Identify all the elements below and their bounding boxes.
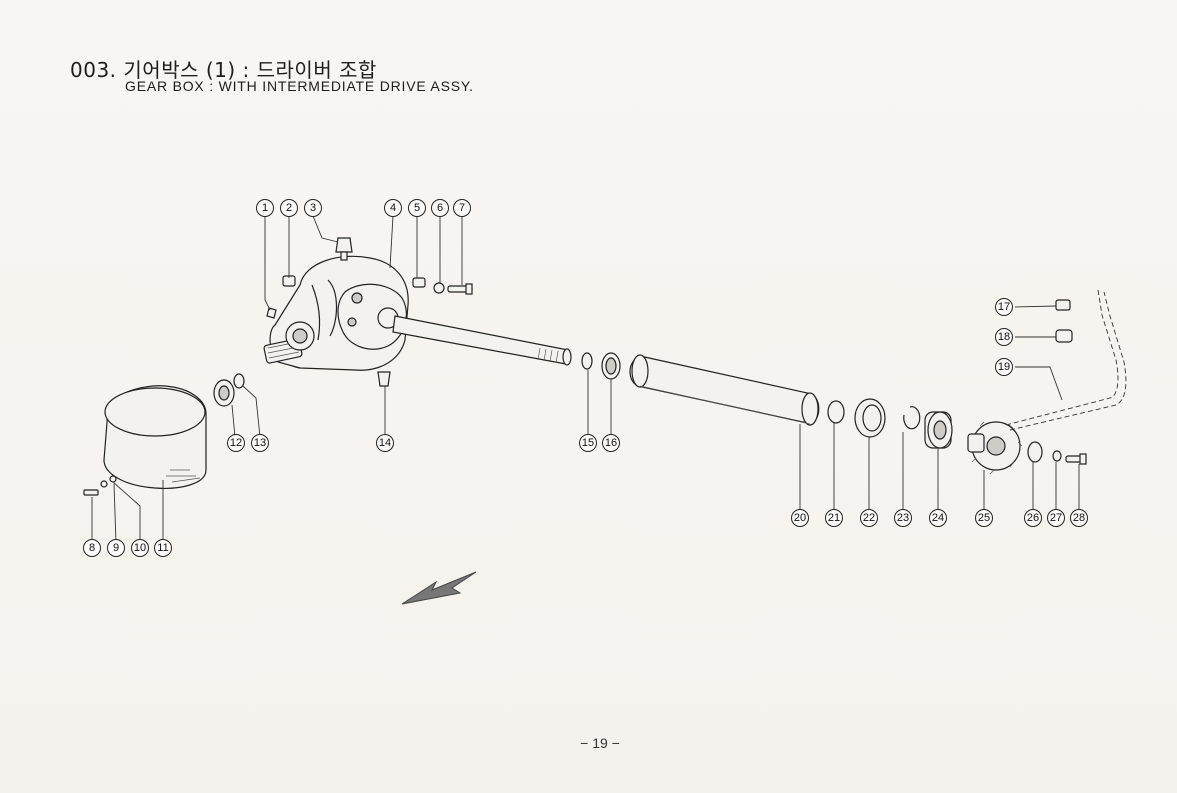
svg-text:17: 17 [998, 301, 1010, 313]
callout-18: 18 [995, 328, 1013, 346]
gearbox-housing [263, 255, 409, 371]
leader-lines [91, 215, 1080, 544]
shaft-tube [581, 352, 820, 426]
callout-19: 19 [995, 358, 1013, 376]
callout-13: 13 [251, 434, 269, 452]
callout-15: 15 [579, 434, 597, 452]
callout-11: 11 [154, 539, 172, 557]
callout-markers: 1 2 3 4 5 6 7 8 9 10 11 12 13 14 15 16 1… [83, 199, 1088, 557]
svg-text:8: 8 [89, 542, 95, 554]
callout-23: 23 [894, 509, 912, 527]
callout-20: 20 [791, 509, 809, 527]
svg-text:13: 13 [254, 437, 266, 449]
right-drive-parts [827, 398, 1087, 475]
callout-17: 17 [995, 298, 1013, 316]
callout-3: 3 [304, 199, 322, 217]
svg-text:4: 4 [390, 202, 396, 214]
svg-text:28: 28 [1073, 512, 1085, 524]
callout-1: 1 [256, 199, 274, 217]
svg-text:18: 18 [998, 331, 1010, 343]
callout-2: 2 [280, 199, 298, 217]
callout-5: 5 [408, 199, 426, 217]
svg-text:20: 20 [794, 512, 806, 524]
callout-12: 12 [227, 434, 245, 452]
callout-24: 24 [929, 509, 947, 527]
callout-9: 9 [107, 539, 125, 557]
svg-text:27: 27 [1050, 512, 1062, 524]
svg-text:14: 14 [379, 437, 391, 449]
svg-text:9: 9 [113, 542, 119, 554]
callout-10: 10 [131, 539, 149, 557]
callout-27: 27 [1047, 509, 1065, 527]
svg-text:1: 1 [262, 202, 268, 214]
svg-text:24: 24 [932, 512, 944, 524]
output-shaft [392, 315, 572, 366]
top-fasteners [266, 237, 473, 387]
callout-14: 14 [376, 434, 394, 452]
svg-text:2: 2 [286, 202, 292, 214]
svg-text:5: 5 [414, 202, 420, 214]
left-cover [83, 373, 245, 496]
callout-8: 8 [83, 539, 101, 557]
callout-4: 4 [384, 199, 402, 217]
drive-chain [1005, 289, 1127, 431]
svg-text:26: 26 [1027, 512, 1039, 524]
svg-text:15: 15 [582, 437, 594, 449]
svg-text:10: 10 [134, 542, 146, 554]
callout-28: 28 [1070, 509, 1088, 527]
callout-21: 21 [825, 509, 843, 527]
svg-text:19: 19 [998, 361, 1010, 373]
svg-text:6: 6 [437, 202, 443, 214]
svg-text:3: 3 [310, 202, 316, 214]
svg-text:23: 23 [897, 512, 909, 524]
page-number: − 19 − [580, 735, 620, 751]
svg-text:22: 22 [863, 512, 875, 524]
svg-text:16: 16 [605, 437, 617, 449]
callout-6: 6 [431, 199, 449, 217]
direction-arrow [401, 571, 477, 605]
callout-26: 26 [1024, 509, 1042, 527]
callout-25: 25 [975, 509, 993, 527]
svg-text:11: 11 [157, 542, 168, 554]
callout-16: 16 [602, 434, 620, 452]
callout-7: 7 [453, 199, 471, 217]
svg-text:21: 21 [828, 512, 840, 524]
callout-22: 22 [860, 509, 878, 527]
page-title-korean: 003. 기어박스 (1) : 드라이버 조합 [70, 58, 377, 82]
svg-text:7: 7 [459, 202, 465, 214]
page-title-english: GEAR BOX : WITH INTERMEDIATE DRIVE ASSY. [125, 78, 474, 94]
svg-text:25: 25 [978, 512, 990, 524]
svg-text:12: 12 [230, 437, 242, 449]
